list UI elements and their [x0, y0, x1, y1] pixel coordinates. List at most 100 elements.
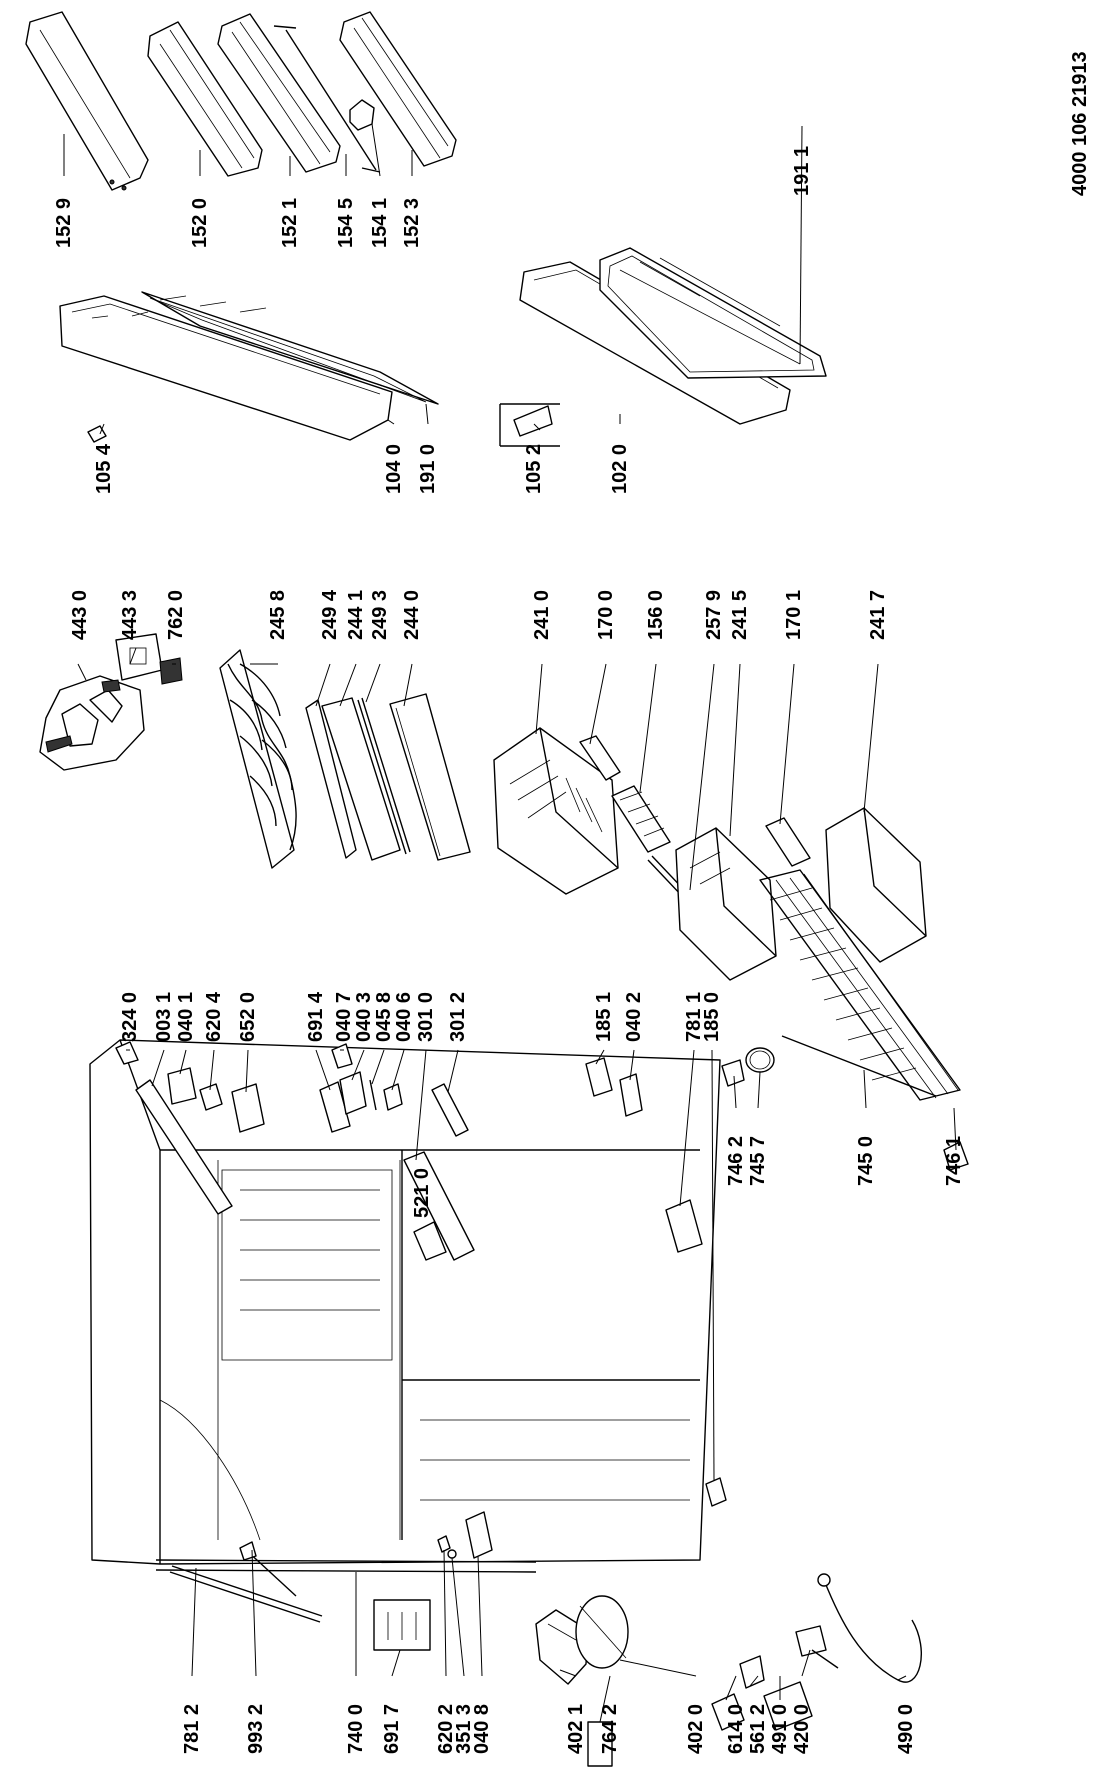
label-191-0: 191 0 — [417, 444, 439, 494]
part-244-0[interactable] — [389, 693, 471, 861]
label-105-2: 105 2 — [523, 444, 545, 494]
label-152-0: 152 0 — [189, 198, 211, 248]
door-shelves-group — [25, 11, 457, 191]
part-154-5[interactable] — [273, 25, 381, 173]
part-040-3[interactable] — [339, 1071, 367, 1115]
part-691-7[interactable] — [373, 1599, 431, 1651]
part-993-2[interactable] — [239, 1541, 297, 1597]
label-740-0: 740 0 — [345, 1704, 367, 1754]
part-402-0[interactable] — [575, 1595, 629, 1669]
label-402-0: 402 0 — [685, 1704, 707, 1754]
upper-door-group — [59, 291, 439, 443]
label-301-0: 301 0 — [415, 992, 437, 1042]
part-191-0[interactable] — [141, 291, 439, 405]
part-241-0[interactable] — [493, 727, 619, 895]
lower-door-group — [499, 247, 827, 447]
label-691-4: 691 4 — [305, 991, 327, 1042]
part-040-8[interactable] — [465, 1511, 493, 1559]
part-170-1[interactable] — [765, 817, 811, 867]
label-745-0: 745 0 — [855, 1136, 877, 1186]
part-301-0[interactable] — [403, 1151, 475, 1261]
part-156-0[interactable] — [611, 785, 671, 853]
label-521-0: 521 0 — [411, 1168, 433, 1218]
part-003-1[interactable] — [135, 1079, 233, 1215]
label-244-0: 244 0 — [401, 590, 423, 640]
label-561-2: 561 2 — [747, 1704, 769, 1754]
label-324-0: 324 0 — [119, 992, 141, 1042]
part-324-0[interactable] — [115, 1041, 139, 1065]
label-745-7: 745 7 — [747, 1136, 769, 1186]
part-620-4[interactable] — [199, 1083, 223, 1111]
label-040-8: 040 8 — [471, 1704, 493, 1754]
cabinet-body[interactable] — [89, 1039, 721, 1565]
label-764-2: 764 2 — [599, 1704, 621, 1754]
part-105-2[interactable] — [499, 403, 560, 447]
label-301-2: 301 2 — [447, 992, 469, 1042]
label-104-0: 104 0 — [383, 444, 405, 494]
part-185-1[interactable] — [585, 1057, 613, 1097]
part-691-4[interactable] — [319, 1081, 351, 1133]
part-249-4[interactable] — [305, 699, 357, 859]
label-241-5: 241 5 — [729, 590, 751, 640]
label-152-3: 152 3 — [401, 198, 423, 248]
part-154-1[interactable] — [349, 99, 375, 131]
part-170-0[interactable] — [579, 735, 621, 781]
part-561-2[interactable] — [739, 1655, 765, 1689]
part-740-0[interactable] — [155, 1559, 537, 1573]
part-745-7[interactable] — [745, 1047, 775, 1073]
part-620-2[interactable] — [437, 1535, 451, 1553]
label-040-7: 040 7 — [333, 992, 355, 1042]
label-491-0: 491 0 — [769, 1704, 791, 1754]
part-420-0[interactable] — [795, 1625, 839, 1669]
part-781-2[interactable] — [169, 1565, 323, 1623]
part-040-2[interactable] — [619, 1073, 643, 1117]
part-402-1[interactable] — [535, 1609, 589, 1685]
label-746-2: 746 2 — [725, 1136, 747, 1186]
label-152-9: 152 9 — [53, 198, 75, 248]
part-191-1[interactable] — [599, 247, 827, 379]
label-746-1: 746 1 — [943, 1136, 965, 1186]
part-152-9[interactable] — [25, 11, 149, 191]
part-105-4[interactable] — [87, 425, 107, 443]
part-764-2[interactable] — [587, 1721, 613, 1767]
label-249-3: 249 3 — [369, 590, 391, 640]
part-746-1[interactable] — [943, 1141, 969, 1171]
part-241-5[interactable] — [675, 827, 777, 981]
fan-assembly-443-0[interactable] — [39, 675, 145, 771]
labels-group: 152 9 152 0 152 1 154 5 154 1 152 3 191 … — [53, 51, 1091, 1754]
label-040-6: 040 6 — [393, 992, 415, 1042]
label-620-4: 620 4 — [203, 991, 225, 1042]
label-245-8: 245 8 — [267, 590, 289, 640]
document-reference: 4000 106 21913 — [1069, 51, 1091, 196]
part-152-0[interactable] — [147, 21, 263, 177]
part-045-8[interactable] — [369, 1079, 377, 1111]
part-241-7[interactable] — [825, 807, 927, 963]
part-781-1[interactable] — [665, 1199, 703, 1253]
part-152-3[interactable] — [339, 11, 457, 167]
part-490-0[interactable] — [817, 1573, 922, 1683]
part-351-3[interactable] — [447, 1549, 457, 1559]
part-301-2[interactable] — [431, 1083, 469, 1137]
part-746-2[interactable] — [721, 1059, 745, 1087]
label-249-4: 249 4 — [319, 589, 341, 640]
label-781-2: 781 2 — [181, 1704, 203, 1754]
part-652-0[interactable] — [231, 1083, 265, 1133]
part-152-1[interactable] — [217, 13, 341, 173]
part-185-0[interactable] — [705, 1477, 727, 1507]
part-104-0[interactable] — [59, 295, 393, 441]
label-652-0: 652 0 — [237, 992, 259, 1042]
part-040-1[interactable] — [167, 1067, 197, 1105]
part-521-0[interactable] — [413, 1221, 447, 1261]
part-745-0[interactable] — [759, 869, 961, 1101]
leader-lines — [63, 123, 957, 1723]
part-245-8[interactable] — [219, 649, 297, 869]
part-040-7[interactable] — [331, 1043, 353, 1069]
label-402-1: 402 1 — [565, 1704, 587, 1754]
part-491-0[interactable] — [763, 1681, 813, 1731]
label-170-0: 170 0 — [595, 590, 617, 640]
part-249-3[interactable] — [357, 697, 411, 855]
label-152-1: 152 1 — [279, 198, 301, 248]
label-762-0: 762 0 — [165, 590, 187, 640]
part-762-0[interactable] — [159, 657, 183, 685]
